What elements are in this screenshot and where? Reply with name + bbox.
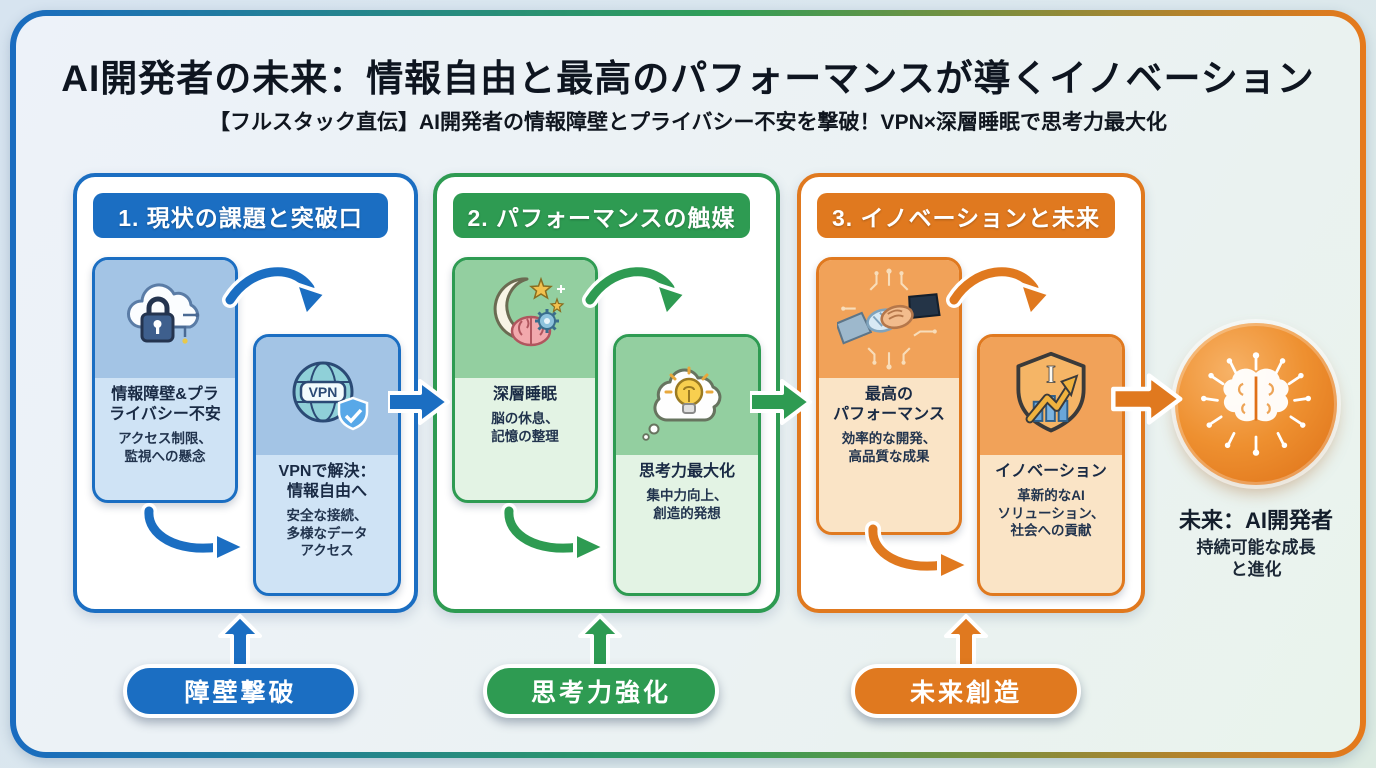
outer-frame: AI開発者の未来：情報自由と最高のパフォーマンスが導くイノベーション 【フルスタ… <box>10 10 1366 758</box>
pill-barrier-breakthrough: 障壁撃破 <box>123 664 358 718</box>
vpn-shield-icon: VPN <box>256 337 398 455</box>
pill-up-arrow-orange <box>944 614 988 666</box>
card-title: 深層睡眠 <box>492 386 557 403</box>
infographic-canvas: AI開発者の未来：情報自由と最高のパフォーマンスが導くイノベーション 【フルスタ… <box>16 16 1360 752</box>
card-innovation: I イノベーション 革新的なAI ソリューション、 社会への貢献 <box>977 334 1125 596</box>
card-title: VPNで解決： 情報自由へ <box>278 463 376 500</box>
curved-arrow-top <box>582 263 688 318</box>
panel-1-header: 1. 現状の課題と突破口 <box>93 193 388 238</box>
card-desc: 革新的なAI ソリューション、 社会への貢献 <box>997 488 1105 539</box>
flow-arrow-blue <box>388 379 450 425</box>
result-desc: 持続可能な成長 と進化 <box>1196 538 1316 580</box>
pill-future-creation: 未来創造 <box>851 664 1081 718</box>
panel-2-header: 2. パフォーマンスの触媒 <box>453 193 750 238</box>
panel-innovation-future: 3. イノベーションと未来 <box>797 173 1145 613</box>
card-vpn-solution: VPN VPNで解決： 情報自由へ 安全な接続、 多様なデータ アクセス <box>253 334 401 596</box>
panel-3-header: 3. イノベーションと未来 <box>817 193 1115 238</box>
card-desc: 脳の休息、 記憶の整理 <box>491 411 559 444</box>
cloud-lock-icon <box>95 260 235 378</box>
moon-brain-icon <box>455 260 595 378</box>
card-title: 情報障壁&プラ ライバシー不安 <box>109 386 221 423</box>
pill-up-arrow-green <box>578 614 622 666</box>
curved-arrow-top <box>222 263 328 318</box>
idea-bulb-icon <box>616 337 758 455</box>
card-desc: 安全な接続、 多様なデータ アクセス <box>286 508 368 559</box>
card-desc: 効率的な開発、 高品質な成果 <box>841 431 937 464</box>
handshake-icon <box>819 260 959 378</box>
card-deep-sleep: 深層睡眠 脳の休息、 記憶の整理 <box>452 257 598 503</box>
panel-performance-catalyst: 2. パフォーマンスの触媒 <box>433 173 780 613</box>
growth-shield-icon: I <box>980 337 1122 455</box>
card-max-thinking: 思考力最大化 集中力向上、 創造的発想 <box>613 334 761 596</box>
pill-up-arrow-blue <box>218 614 262 666</box>
card-desc: 集中力向上、 創造的発想 <box>646 488 728 521</box>
subtitle: 【フルスタック直伝】AI開発者の情報障壁とプライバシー不安を撃破！VPN×深層睡… <box>208 111 1168 134</box>
card-top-performance: 最高の パフォーマンス 効率的な開発、 高品質な成果 <box>816 257 962 535</box>
flow-arrow-orange <box>1111 373 1183 425</box>
card-title: イノベーション <box>995 463 1107 480</box>
card-info-barrier: 情報障壁&プラ ライバシー不安 アクセス制限、 監視への懸念 <box>92 257 238 503</box>
result-title: 未来：AI開発者 <box>1178 508 1333 533</box>
panel-current-challenges: 1. 現状の課題と突破口 情報障壁&プラ ライバシー不安 アクセス制限、 監視へ… <box>73 173 418 613</box>
curved-arrow-top <box>946 263 1052 318</box>
curved-arrow-bottom <box>500 503 607 563</box>
svg-text:I: I <box>1046 362 1056 389</box>
flow-arrow-green <box>750 379 812 425</box>
card-title: 思考力最大化 <box>638 463 735 480</box>
brain-network-icon <box>1201 352 1311 456</box>
main-title: AI開発者の未来：情報自由と最高のパフォーマンスが導くイノベーション <box>61 58 1315 99</box>
curved-arrow-bottom <box>864 521 971 581</box>
card-title: 最高の パフォーマンス <box>833 386 945 423</box>
curved-arrow-bottom <box>140 503 247 563</box>
result-circle <box>1175 323 1337 485</box>
svg-text:VPN: VPN <box>309 384 338 400</box>
card-desc: アクセス制限、 監視への懸念 <box>118 431 212 464</box>
pill-thinking-boost: 思考力強化 <box>483 664 719 718</box>
